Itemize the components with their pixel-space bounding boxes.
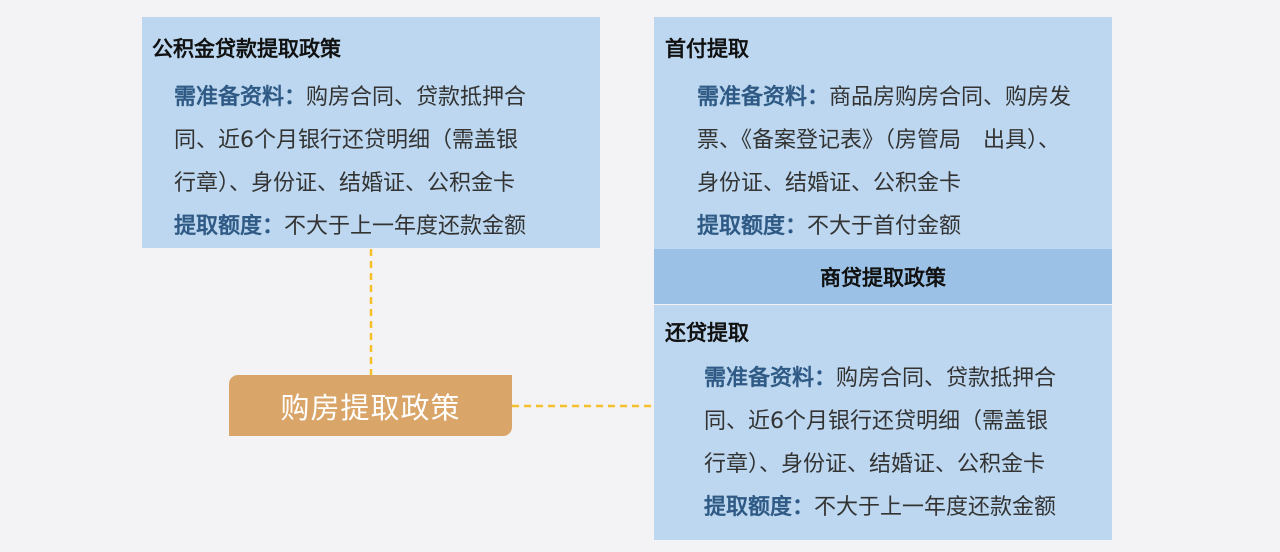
- limit-value: 不大于上一年度还款金额: [814, 495, 1057, 520]
- materials-line: 行章）、身份证、结婚证、公积金卡: [174, 171, 516, 196]
- materials-line: 购房合同、贷款抵押合: [836, 366, 1057, 391]
- limit-key: 提取额度：: [697, 213, 808, 239]
- materials-key: 需准备资料：: [697, 84, 830, 110]
- materials-line: 票、《备案登记表》（房管局 出具）、: [697, 128, 1061, 153]
- policy-box-down-payment: 首付提取 需准备资料：商品房购房合同、购房发 票、《备案登记表》（房管局 出具）…: [654, 17, 1112, 249]
- limit-value: 不大于首付金额: [807, 214, 962, 239]
- commercial-loan-policy-header: 商贷提取政策: [654, 249, 1112, 304]
- limit-key: 提取额度：: [174, 213, 285, 239]
- materials-line: 行章）、身份证、结婚证、公积金卡: [704, 452, 1046, 477]
- limit-value: 不大于上一年度还款金额: [284, 214, 527, 239]
- limit-key: 提取额度：: [704, 494, 815, 520]
- root-topic-node[interactable]: 购房提取政策: [229, 375, 512, 436]
- materials-key: 需准备资料：: [704, 365, 837, 391]
- box-content: 需准备资料：购房合同、贷款抵押合 同、近6个月银行还贷明细（需盖银 行章）、身份…: [174, 76, 574, 248]
- materials-line: 同、近6个月银行还贷明细（需盖银: [174, 128, 518, 153]
- box-content: 需准备资料：购房合同、贷款抵押合 同、近6个月银行还贷明细（需盖银 行章）、身份…: [704, 357, 1104, 529]
- materials-line: 同、近6个月银行还贷明细（需盖银: [704, 409, 1048, 434]
- policy-box-provident-fund-loan: 公积金贷款提取政策 需准备资料：购房合同、贷款抵押合 同、近6个月银行还贷明细（…: [142, 17, 600, 248]
- materials-key: 需准备资料：: [174, 84, 307, 110]
- box-content: 需准备资料：商品房购房合同、购房发 票、《备案登记表》（房管局 出具）、 身份证…: [697, 76, 1112, 248]
- box-title: 公积金贷款提取政策: [152, 36, 341, 61]
- materials-line: 商品房购房合同、购房发: [829, 85, 1072, 110]
- materials-line: 身份证、结婚证、公积金卡: [697, 171, 962, 196]
- box-title: 还贷提取: [665, 320, 749, 345]
- box-title: 首付提取: [665, 36, 749, 61]
- materials-line: 购房合同、贷款抵押合: [306, 85, 527, 110]
- policy-box-loan-repayment: 还贷提取 需准备资料：购房合同、贷款抵押合 同、近6个月银行还贷明细（需盖银 行…: [654, 305, 1112, 540]
